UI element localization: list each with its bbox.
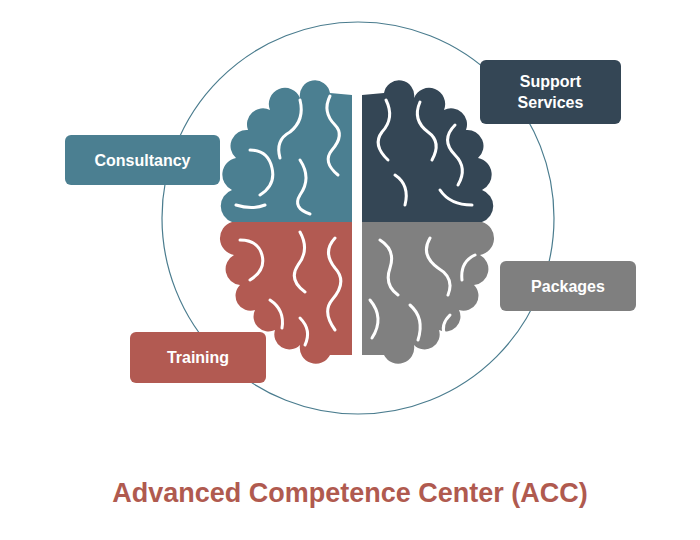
training-box: Training bbox=[130, 332, 266, 383]
box-label: Consultancy bbox=[94, 150, 190, 171]
box-label: Packages bbox=[531, 276, 605, 297]
packages-box: Packages bbox=[500, 261, 636, 311]
box-label: Support Services bbox=[490, 71, 611, 113]
consultancy-box: Consultancy bbox=[65, 135, 220, 185]
brain-folds bbox=[236, 96, 475, 345]
box-label: Training bbox=[167, 347, 229, 368]
diagram-title: Advanced Competence Center (ACC) bbox=[0, 476, 700, 510]
left-hemisphere bbox=[220, 80, 352, 363]
right-hemisphere bbox=[362, 80, 494, 363]
support-box: Support Services bbox=[480, 60, 621, 124]
